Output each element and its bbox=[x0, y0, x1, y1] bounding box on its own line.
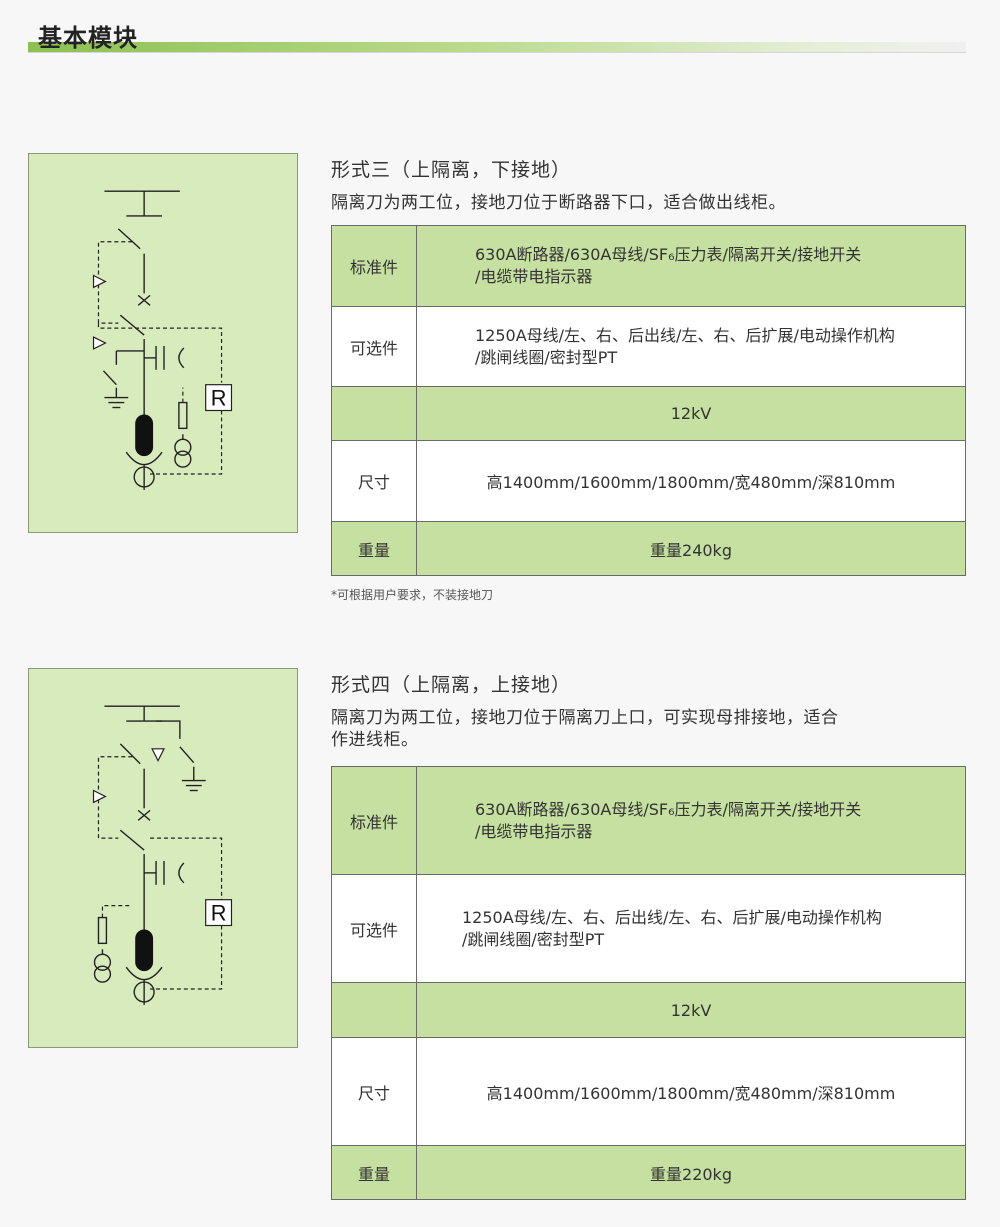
single-line-diagram-icon: R bbox=[92, 190, 233, 490]
row-label: 可选件 bbox=[331, 306, 417, 387]
page-title: 基本模块 bbox=[38, 24, 138, 52]
section-header: 基本模块 bbox=[28, 14, 966, 54]
row-label bbox=[331, 982, 417, 1038]
row-value: 630A断路器/630A母线/SF₆压力表/隔离开关/接地开关 /电缆带电指示器 bbox=[416, 225, 966, 307]
relay-label: R bbox=[211, 901, 227, 926]
table-row: 重量 重量240kg bbox=[331, 521, 966, 576]
row-label: 尺寸 bbox=[331, 440, 417, 522]
form-4-title: 形式四（上隔离，上接地） bbox=[331, 674, 572, 696]
row-label: 尺寸 bbox=[331, 1037, 417, 1146]
table-row: 尺寸 高1400mm/1600mm/1800mm/宽480mm/深810mm bbox=[331, 440, 966, 522]
row-value: 1250A母线/左、右、后出线/左、右、后扩展/电动操作机构 /跳闸线圈/密封型… bbox=[416, 306, 966, 387]
table-row: 可选件 1250A母线/左、右、后出线/左、右、后扩展/电动操作机构 /跳闸线圈… bbox=[331, 874, 966, 983]
row-label: 可选件 bbox=[331, 874, 417, 983]
form-4-description: 隔离刀为两工位，接地刀位于隔离刀上口，可实现母排接地，适合 作进线柜。 bbox=[331, 708, 839, 750]
row-label: 标准件 bbox=[331, 766, 417, 875]
table-row: 标准件 630A断路器/630A母线/SF₆压力表/隔离开关/接地开关 /电缆带… bbox=[331, 766, 966, 875]
row-value: 12kV bbox=[416, 982, 966, 1038]
table-row: 标准件 630A断路器/630A母线/SF₆压力表/隔离开关/接地开关 /电缆带… bbox=[331, 225, 966, 307]
header-accent-bar bbox=[28, 42, 966, 52]
row-label bbox=[331, 386, 417, 441]
form-3-description: 隔离刀为两工位，接地刀位于断路器下口，适合做出线柜。 bbox=[331, 193, 786, 213]
row-value: 12kV bbox=[416, 386, 966, 441]
table-row: 12kV bbox=[331, 386, 966, 441]
table-row: 重量 重量220kg bbox=[331, 1145, 966, 1200]
row-value: 重量220kg bbox=[416, 1145, 966, 1200]
table-row: 12kV bbox=[331, 982, 966, 1038]
circuit-diagram-form-4: R bbox=[28, 668, 298, 1048]
row-value: 重量240kg bbox=[416, 521, 966, 576]
table-row: 尺寸 高1400mm/1600mm/1800mm/宽480mm/深810mm bbox=[331, 1037, 966, 1146]
form-3-footnote: *可根据用户要求，不装接地刀 bbox=[331, 588, 494, 602]
form-3-title: 形式三（上隔离，下接地） bbox=[331, 159, 572, 181]
relay-label: R bbox=[211, 386, 227, 411]
row-label: 重量 bbox=[331, 1145, 417, 1200]
row-label: 标准件 bbox=[331, 225, 417, 307]
form-3-spec-table: 标准件 630A断路器/630A母线/SF₆压力表/隔离开关/接地开关 /电缆带… bbox=[331, 225, 966, 576]
table-row: 可选件 1250A母线/左、右、后出线/左、右、后扩展/电动操作机构 /跳闸线圈… bbox=[331, 306, 966, 387]
single-line-diagram-icon: R bbox=[92, 705, 233, 1005]
header-divider bbox=[28, 52, 966, 53]
form-4-spec-table: 标准件 630A断路器/630A母线/SF₆压力表/隔离开关/接地开关 /电缆带… bbox=[331, 766, 966, 1200]
row-label: 重量 bbox=[331, 521, 417, 576]
circuit-diagram-form-3: R bbox=[28, 153, 298, 533]
row-value: 1250A母线/左、右、后出线/左、右、后扩展/电动操作机构 /跳闸线圈/密封型… bbox=[416, 874, 966, 983]
row-value: 高1400mm/1600mm/1800mm/宽480mm/深810mm bbox=[416, 1037, 966, 1146]
row-value: 高1400mm/1600mm/1800mm/宽480mm/深810mm bbox=[416, 440, 966, 522]
row-value: 630A断路器/630A母线/SF₆压力表/隔离开关/接地开关 /电缆带电指示器 bbox=[416, 766, 966, 875]
